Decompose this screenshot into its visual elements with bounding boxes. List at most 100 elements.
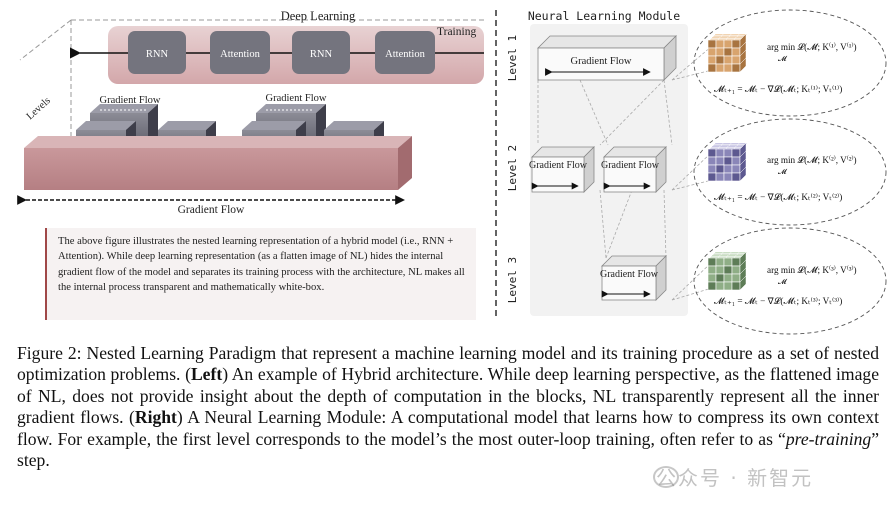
caption-italic: pre-training: [785, 428, 872, 449]
cube-front-cell: [707, 281, 717, 291]
cube-front-cell: [723, 156, 733, 166]
cube-front-cell: [723, 47, 733, 57]
svg-text:RNN: RNN: [310, 49, 333, 60]
cube-front-cell: [731, 172, 741, 182]
cube-front-cell: [715, 273, 725, 283]
cube-front-cell: [723, 265, 733, 275]
cube-front-cell: [723, 148, 733, 158]
cube-front-cell: [723, 63, 733, 73]
cube-front-cell: [715, 156, 725, 166]
cube-front-cell: [731, 273, 741, 283]
attention-block-1: Attention: [210, 31, 270, 74]
cube-front-cell: [715, 265, 725, 275]
cube-front-cell: [715, 148, 725, 158]
level-1-gradient-flow-box: Gradient Flow: [537, 35, 677, 81]
level-2-update: 𝓜ₜ₊₁ = 𝓜ₜ − ∇𝓛(𝓜ₜ; Kₜ⁽²⁾; Vₜ⁽²⁾): [714, 192, 842, 202]
cube-front-cell: [731, 281, 741, 291]
svg-text:Attention: Attention: [220, 49, 260, 60]
level-2-label: Level 2: [506, 145, 519, 191]
level-1-label: Level 1: [506, 35, 519, 81]
cube-front-cell: [723, 172, 733, 182]
cube-front-cell: [723, 257, 733, 267]
cube-front-cell: [723, 55, 733, 65]
caption-left-bold: Left: [190, 364, 223, 385]
cube-front-cell: [731, 164, 741, 174]
svg-text:Gradient Flow: Gradient Flow: [571, 56, 632, 67]
level-3-update: 𝓜ₜ₊₁ = 𝓜ₜ − ∇𝓛(𝓜ₜ; Kₜ⁽³⁾; Vₜ⁽³⁾): [714, 296, 842, 306]
gradient-flow-bottom-label: Gradient Flow: [178, 204, 245, 216]
level-2-argmin-sub: 𝓜: [778, 167, 788, 176]
svg-text:Attention: Attention: [385, 49, 425, 60]
cube-side-cell: [739, 166, 747, 182]
left-panel: Deep Learning Training RNN Attention RNN…: [17, 9, 487, 320]
caption-middle: ) An example of Hybrid architecture. Whi…: [17, 364, 880, 428]
caption-after-right: ) A Neural Learning Module: A computatio…: [17, 407, 879, 449]
level-3-label: Level 3: [506, 257, 519, 303]
gradient-flow-top-label-2: Gradient Flow: [266, 93, 327, 104]
figure-2-diagram: Deep Learning Training RNN Attention RNN…: [17, 9, 887, 335]
cube-front-cell: [707, 265, 717, 275]
attention-block-2: Attention: [375, 31, 435, 74]
cube-front-cell: [715, 39, 725, 49]
level-2-gradient-flow-box-1: Gradient Flow: [529, 146, 595, 193]
level-2-box-1-text: Gradient Flow: [529, 160, 588, 171]
caption-prefix: Figure 2: Nested Learning Paradigm that …: [17, 343, 879, 385]
cube-front-cell: [707, 273, 717, 283]
cube-side-cell: [739, 275, 747, 291]
levels-label: Levels: [25, 95, 53, 122]
level-2-argmin: arg min 𝓛(𝓜; K⁽²⁾, V⁽²⁾): [767, 154, 857, 165]
level-1-cube: [707, 33, 749, 73]
cube-front-cell: [715, 63, 725, 73]
gradient-flow-top-label-1: Gradient Flow: [100, 95, 161, 106]
watermark-icon: [653, 466, 679, 488]
note-box: [46, 228, 476, 320]
cube-front-cell: [731, 55, 741, 65]
cube-front-cell: [707, 63, 717, 73]
cube-front-cell: [715, 281, 725, 291]
cube-front-cell: [715, 257, 725, 267]
cube-front-cell: [723, 164, 733, 174]
cube-front-cell: [707, 164, 717, 174]
cube-front-cell: [707, 39, 717, 49]
cube-front-cell: [707, 156, 717, 166]
level-2-box-2-text: Gradient Flow: [601, 160, 660, 171]
level-1-argmin-sub: 𝓜: [778, 54, 788, 63]
right-panel: Neural Learning Module Level 1 Level 2 L…: [506, 9, 887, 335]
cube-front-cell: [715, 55, 725, 65]
cube-front-cell: [715, 172, 725, 182]
cube-front-cell: [731, 63, 741, 73]
cube-front-cell: [731, 156, 741, 166]
cube-front-cell: [715, 47, 725, 57]
level-3-argmin: arg min 𝓛(𝓜; K⁽³⁾, V⁽³⁾): [767, 264, 857, 275]
note-text: The above figure illustrates the nested …: [58, 236, 465, 294]
watermark-text: 公众号 · 新智元: [656, 466, 814, 490]
cube-side-cell: [739, 57, 747, 73]
level-1-update: 𝓜ₜ₊₁ = 𝓜ₜ − ∇𝓛(𝓜ₜ; Kₜ⁽¹⁾; Vₜ⁽¹⁾): [714, 84, 842, 94]
rnn-block-1: RNN: [128, 31, 186, 74]
level-2-cube: [707, 142, 749, 182]
cube-front-cell: [731, 39, 741, 49]
caption-right-bold: Right: [134, 407, 177, 428]
level-1-argmin: arg min 𝓛(𝓜; K⁽¹⁾, V⁽¹⁾): [767, 41, 857, 52]
cube-front-cell: [731, 257, 741, 267]
level-3-gradient-flow-box: Gradient Flow: [600, 255, 667, 301]
level-3-cube: [707, 251, 749, 291]
level-3-objective-ellipse: [693, 227, 887, 335]
level-1-objective-ellipse: [693, 9, 887, 117]
training-label: Training: [437, 26, 476, 38]
deep-learning-title: Deep Learning: [281, 9, 356, 23]
flattened-slab: [24, 136, 412, 190]
level-3-argmin-sub: 𝓜: [778, 277, 788, 286]
cube-front-cell: [707, 148, 717, 158]
cube-front-cell: [715, 164, 725, 174]
svg-text:RNN: RNN: [146, 49, 169, 60]
figure-caption: Figure 2: Nested Learning Paradigm that …: [17, 343, 879, 471]
level-3-box-text: Gradient Flow: [600, 269, 659, 280]
cube-front-cell: [731, 265, 741, 275]
module-title: Neural Learning Module: [528, 9, 680, 23]
cube-front-cell: [707, 47, 717, 57]
cube-front-cell: [731, 148, 741, 158]
level-2-objective-ellipse: [693, 118, 887, 226]
cube-front-cell: [707, 172, 717, 182]
caption-suffix: ” step.: [17, 428, 879, 471]
